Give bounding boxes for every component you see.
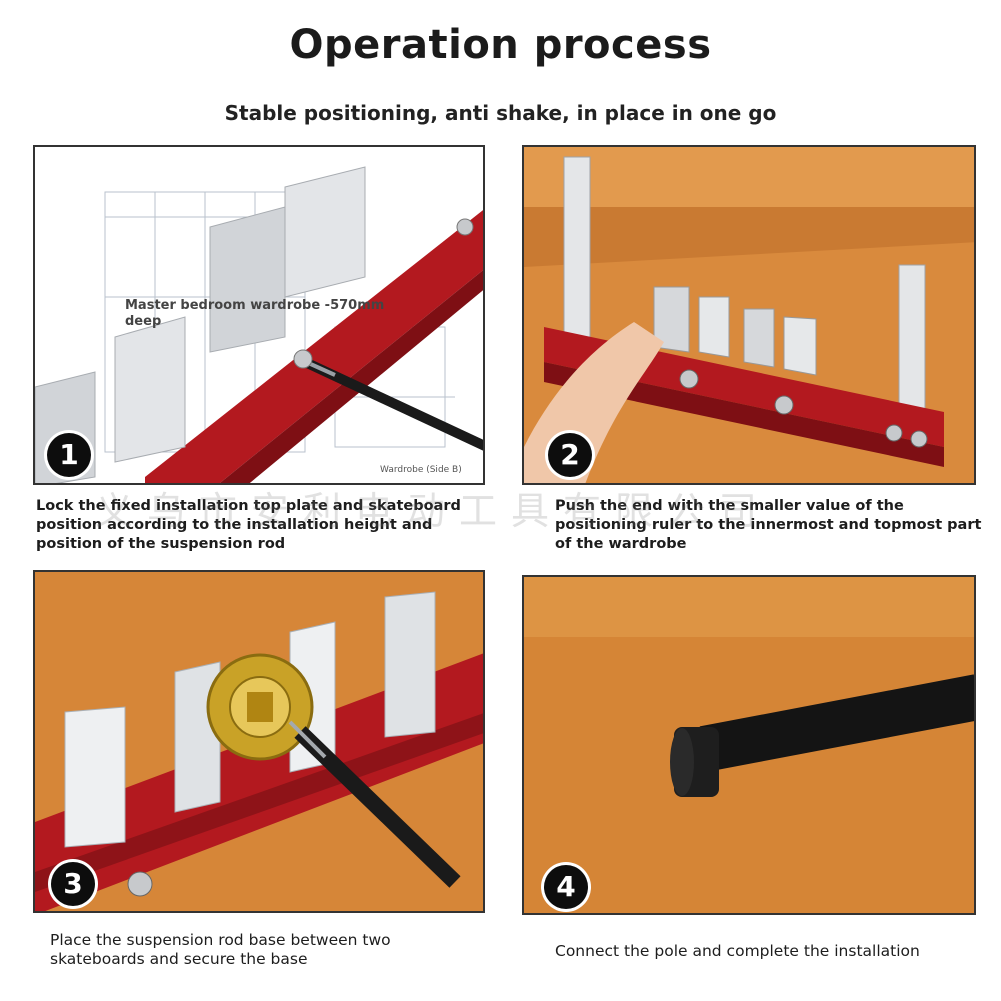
step-3-illustration [35, 591, 483, 911]
step-3-caption: Place the suspension rod base between tw… [50, 931, 391, 968]
page-title: Operation process [289, 22, 712, 68]
step-2-illustration [524, 147, 974, 483]
step-number-badge: 3 [51, 862, 95, 906]
step-2-caption: Push the end with the smaller value of t… [555, 498, 982, 552]
step-4-image: 4 [522, 575, 976, 915]
step-number-badge: 1 [47, 433, 91, 477]
step-1-caption: Lock the fixed installation top plate an… [36, 498, 461, 552]
step-4-illustration [524, 577, 974, 913]
step-number-badge: 2 [548, 433, 592, 477]
step-1-illustration [35, 166, 483, 483]
step-1-image: Master bedroom wardrobe -570mm deep 1 [33, 145, 485, 485]
step-number-badge: 4 [544, 865, 588, 909]
drawing-label: Wardrobe (Side B) [380, 465, 462, 475]
drawing-note: Master bedroom wardrobe -570mm deep [125, 298, 385, 329]
page-subtitle: Stable positioning, anti shake, in place… [224, 101, 777, 125]
watermark-text: 义乌市安利电动工具有限公司 [95, 489, 772, 533]
step-2-image: 2 [522, 145, 976, 485]
step-3-image: 3 [33, 570, 485, 913]
step-4-caption: Connect the pole and complete the instal… [555, 942, 920, 960]
